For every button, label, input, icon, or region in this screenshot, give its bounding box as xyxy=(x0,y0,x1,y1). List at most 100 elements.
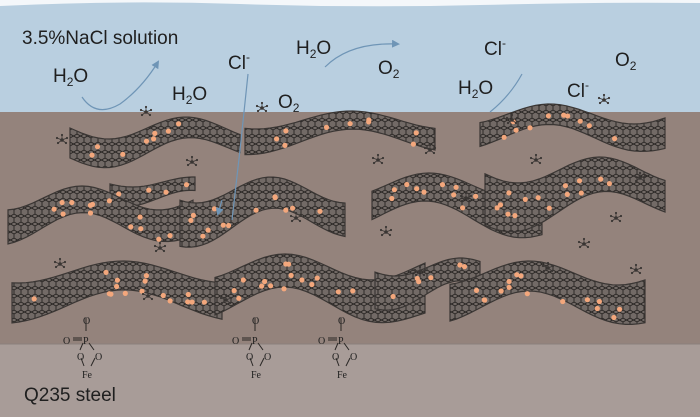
nanoparticle xyxy=(156,236,162,242)
nanoparticle xyxy=(473,193,479,199)
nanoparticle xyxy=(524,291,530,297)
water-molecule: H2O xyxy=(296,38,332,61)
nanoparticle xyxy=(59,199,65,206)
nanoparticle xyxy=(114,277,120,283)
nanoparticle xyxy=(185,291,191,298)
dopant-clusters xyxy=(53,93,647,305)
graphene-sheets xyxy=(7,103,666,325)
oxygen-molecule: O2 xyxy=(378,58,400,81)
dopant-cluster xyxy=(55,133,69,145)
atom-oxygen: O xyxy=(83,316,90,327)
nanoparticle xyxy=(108,291,114,297)
chloride-ion: Cl- xyxy=(484,36,506,60)
nanoparticle xyxy=(299,277,305,283)
nanoparticle xyxy=(262,278,268,285)
dopant-cluster xyxy=(255,101,269,113)
diffusion-path xyxy=(231,73,249,221)
dopant-cluster xyxy=(505,113,519,125)
nanoparticle xyxy=(578,190,584,196)
nanoparticle xyxy=(236,295,242,301)
nanoparticle xyxy=(410,141,416,147)
dopant-cluster xyxy=(423,143,437,155)
nanoparticle xyxy=(584,297,591,303)
dopant-cluster xyxy=(219,293,233,305)
atom-oxygen: O xyxy=(246,352,253,363)
nanoparticle xyxy=(146,187,152,193)
nanoparticle xyxy=(457,262,463,268)
nanoparticle xyxy=(189,299,195,305)
nanoparticle xyxy=(501,134,507,140)
nanoparticle xyxy=(143,273,149,279)
nanoparticle xyxy=(122,290,128,296)
nanoparticle xyxy=(89,201,96,207)
nanoparticle xyxy=(518,273,524,279)
nanoparticle xyxy=(596,298,603,305)
nanoparticle xyxy=(31,296,37,302)
nanoparticle xyxy=(309,281,315,288)
nanoparticle xyxy=(335,289,341,295)
water-molecule: H2O xyxy=(172,84,208,107)
atom-iron: Fe xyxy=(82,370,93,381)
nanoparticle xyxy=(514,272,520,278)
nanoparticle xyxy=(505,211,511,217)
nanoparticle xyxy=(120,151,126,157)
nanoparticle xyxy=(390,293,396,300)
nanoparticle xyxy=(272,195,278,201)
nanoparticle xyxy=(253,207,259,213)
water-molecule: H2O xyxy=(53,66,89,89)
dopant-cluster xyxy=(289,211,303,223)
nanoparticle xyxy=(577,118,583,124)
nanoparticle xyxy=(200,233,206,239)
nanoparticle xyxy=(268,283,274,289)
atom-oxygen: O xyxy=(318,336,325,347)
dopant-cluster xyxy=(141,289,155,301)
nanoparticle xyxy=(414,275,420,282)
nanoparticle xyxy=(190,212,196,218)
nanoparticle xyxy=(205,227,211,233)
nanoparticle xyxy=(565,113,571,119)
graphene-sheet xyxy=(11,260,223,324)
nanoparticle xyxy=(143,138,150,144)
nanoparticle xyxy=(512,213,518,219)
dopant-cluster xyxy=(413,265,427,277)
nanoparticle xyxy=(586,123,592,129)
nanoparticle xyxy=(421,189,427,195)
diffusion-path xyxy=(324,39,400,68)
nanoparticle xyxy=(617,306,623,312)
nanoparticle xyxy=(506,278,512,285)
diffusion-path xyxy=(489,73,523,113)
atom-oxygen: O xyxy=(232,336,239,347)
nanoparticle xyxy=(598,176,604,182)
nanoparticle xyxy=(481,297,487,303)
nanoparticle xyxy=(594,305,600,312)
nanoparticle xyxy=(142,278,148,284)
dopant-cluster xyxy=(577,237,591,249)
nanoparticle xyxy=(139,288,145,294)
graphene-sheet xyxy=(244,110,436,156)
atom-phosphorus: P xyxy=(338,336,344,347)
atom-iron: Fe xyxy=(337,370,348,381)
dopant-cluster xyxy=(541,261,555,273)
nanoparticle xyxy=(220,222,226,228)
nanoparticle xyxy=(283,128,289,134)
nanoparticle xyxy=(281,286,287,292)
atom-phosphorus: P xyxy=(252,336,258,347)
substrate-label: Q235 steel xyxy=(24,385,116,406)
nanoparticle xyxy=(226,222,232,229)
nanoparticle xyxy=(87,210,94,216)
nanoparticle xyxy=(114,283,120,290)
nanoparticle xyxy=(211,206,217,212)
nanoparticle xyxy=(94,144,101,150)
atom-oxygen: O xyxy=(95,352,102,363)
nanoparticle xyxy=(103,269,109,275)
nanoparticle xyxy=(497,202,504,208)
nanoparticle xyxy=(183,182,190,188)
atom-oxygen: O xyxy=(77,352,84,363)
nanoparticle xyxy=(151,136,157,142)
dopant-cluster xyxy=(529,153,543,165)
nanoparticle xyxy=(522,196,528,202)
